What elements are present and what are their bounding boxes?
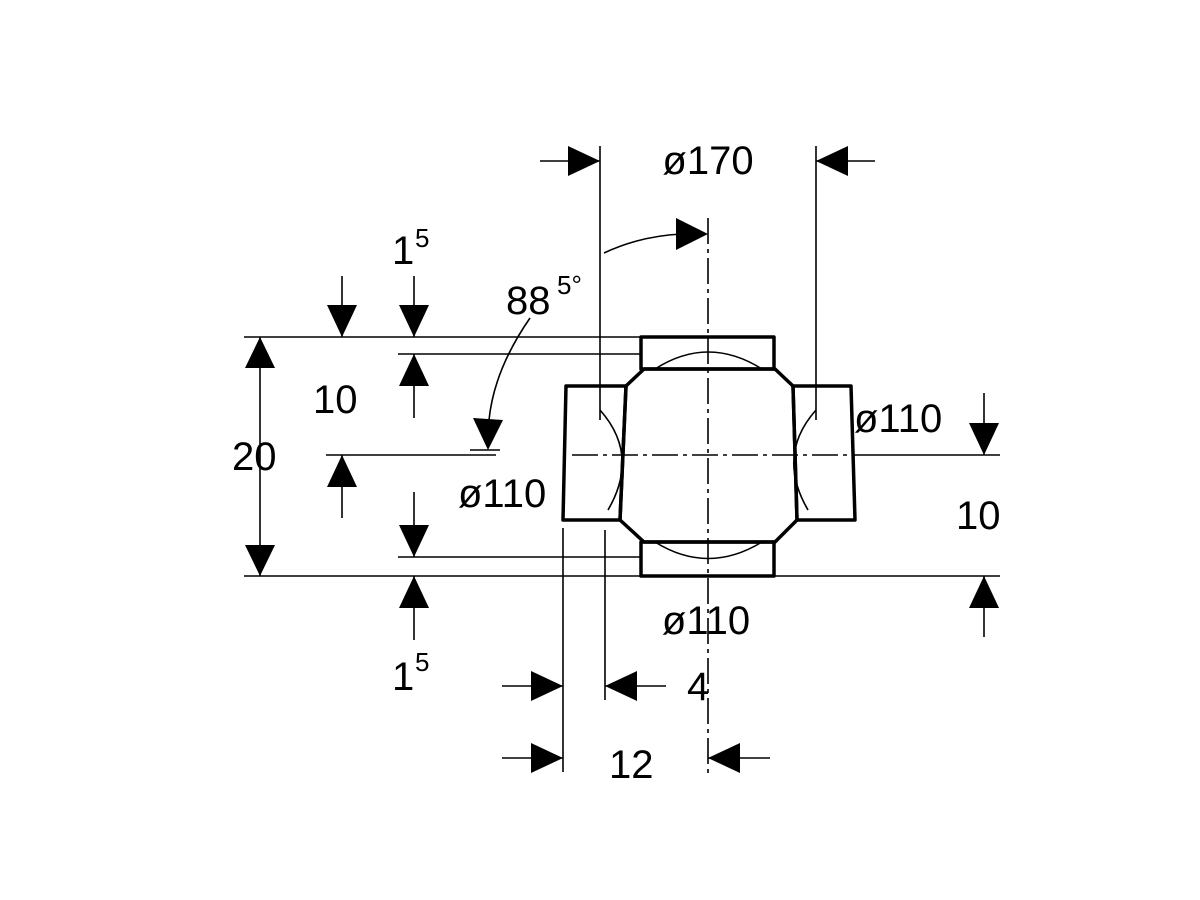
dim-width-large-arrows xyxy=(502,743,770,773)
dim-left-half-height-arrows xyxy=(327,455,429,557)
bottom-chamfer-label: 1 xyxy=(392,655,414,699)
dim-width-small-arrows xyxy=(502,671,666,701)
top-chamfer-sup-label: 5 xyxy=(415,223,429,253)
width-small-label: 4 xyxy=(687,665,709,709)
right-diameter-label: ø110 xyxy=(854,397,942,441)
seat-arc-right xyxy=(792,409,817,511)
dim-top-diameter-arrows xyxy=(540,146,875,176)
angle-label: 88 xyxy=(506,279,551,323)
left-side-section xyxy=(561,384,628,522)
dim-right-half-height-arrows xyxy=(969,393,999,637)
dim-overall-height-arrows xyxy=(245,337,275,576)
dim-bottom-chamfer-arrows xyxy=(399,576,429,640)
top-diameter-label: ø170 xyxy=(662,139,753,183)
seat-arc-left xyxy=(599,409,624,511)
left-diameter-label: ø110 xyxy=(458,472,546,516)
dim-top-chamfer-arrows xyxy=(327,276,429,418)
extension-lines xyxy=(244,146,1000,772)
right-half-height-label: 10 xyxy=(956,494,1001,538)
part-body xyxy=(561,335,857,578)
top-chamfer-label: 1 xyxy=(392,229,414,273)
dim-angle-leader xyxy=(473,218,708,450)
center-lines xyxy=(572,218,852,775)
angle-sup-label: 5° xyxy=(557,270,582,300)
overall-height-label: 20 xyxy=(232,435,277,479)
left-half-height-label: 10 xyxy=(313,378,358,422)
width-large-label: 12 xyxy=(609,743,654,787)
central-body xyxy=(618,367,799,544)
bottom-chamfer-sup-label: 5 xyxy=(415,647,429,677)
bottom-diameter-label: ø110 xyxy=(662,599,750,643)
